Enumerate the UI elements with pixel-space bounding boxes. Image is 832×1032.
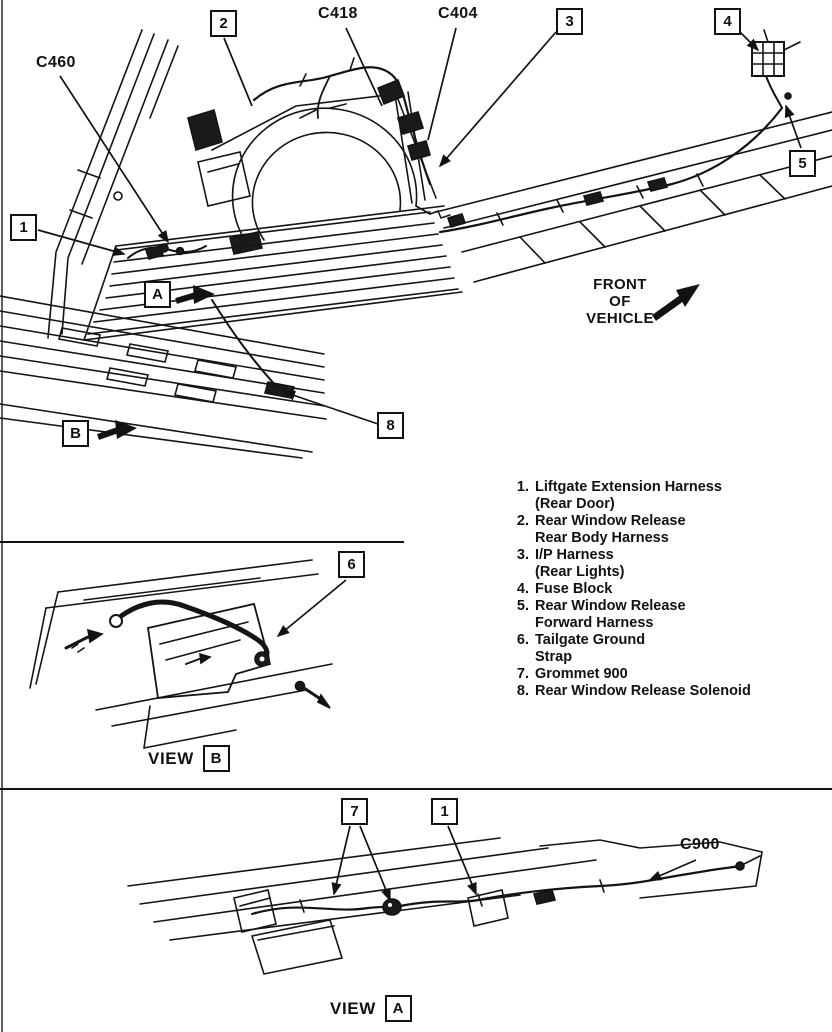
view-a-line-art (127, 837, 763, 975)
strap-screw-left (64, 628, 104, 653)
view-a-word: VIEW (330, 998, 376, 1018)
legend-item-number: 2. (516, 513, 529, 529)
legend-item-text: Rear Window Release Solenoid (535, 683, 751, 699)
legend-item-text: I/P Harness(Rear Lights) (535, 547, 625, 580)
view-a-letter-box: A (384, 995, 412, 1022)
legend-item-number: 1. (516, 479, 529, 495)
view-b-letter-box: B (202, 745, 230, 772)
marker-a-arrow-icon (175, 285, 215, 304)
solenoid-harness (211, 299, 279, 389)
connector-label-c900: C900 (680, 836, 720, 853)
callout-8-box: 8 (377, 412, 404, 439)
legend-item-number: 7. (516, 666, 529, 682)
legend-item-number: 4. (516, 581, 529, 597)
leader-lines-main (37, 27, 802, 425)
view-a-caption: VIEW A (330, 995, 412, 1022)
front-line-3: VEHICLE (586, 310, 654, 327)
rear-window-release-solenoid (264, 381, 295, 399)
leader-line-6 (276, 579, 347, 638)
latch-panel (187, 108, 223, 152)
view-b-word: VIEW (148, 748, 194, 768)
fuse-block (751, 29, 801, 109)
legend-item-number: 5. (516, 598, 529, 614)
tailgate-ground-strap (113, 599, 270, 665)
legend-item: 4. Fuse Block (506, 581, 796, 598)
section-marker-a-box: A (144, 281, 171, 308)
rear-pillar (47, 29, 179, 339)
connector-label-c460: C460 (36, 54, 76, 71)
callout-2-box: 2 (210, 10, 237, 37)
vehicle-rear-floor-art (0, 29, 832, 459)
front-of-vehicle-arrow-icon (651, 284, 700, 321)
rear-body-harness (252, 57, 432, 186)
legend-item-text: Grommet 900 (535, 666, 628, 682)
legend-item: 7. Grommet 900 (506, 666, 796, 683)
legend-item: 8. Rear Window Release Solenoid (506, 683, 796, 700)
connector-label-c418: C418 (318, 5, 358, 22)
callout-4-box: 4 (714, 8, 741, 35)
liftgate-extension-harness (127, 243, 207, 260)
floor-pan-ribs (83, 205, 463, 341)
legend-item-number: 3. (516, 547, 529, 563)
callout-5-box: 5 (789, 150, 816, 177)
marker-b-arrow-icon (97, 420, 137, 440)
legend-item-text: Liftgate Extension Harness(Rear Door) (535, 479, 722, 512)
grommet-900 (382, 898, 402, 916)
connector-label-c404: C404 (438, 5, 478, 22)
legend-item-number: 8. (516, 683, 529, 699)
strap-screw-right (294, 680, 331, 709)
frame-rails (435, 111, 832, 283)
rear-window-release-forward-harness (429, 106, 784, 234)
legend-item-text: Fuse Block (535, 581, 613, 597)
legend-item: 3. I/P Harness(Rear Lights) (506, 547, 796, 581)
leader-lines-view-a (331, 825, 697, 902)
legend-item: 1. Liftgate Extension Harness(Rear Door) (506, 479, 796, 513)
callout-6-box: 6 (338, 551, 365, 578)
callout-1a-box: 1 (431, 798, 458, 825)
legend: 1.Liftgate Extension Harness(Rear Door)2… (506, 479, 796, 700)
view-b-line-art (29, 559, 333, 749)
front-of-vehicle-label: FRONT OF VEHICLE (578, 276, 662, 327)
c900-connector (735, 861, 745, 871)
tailgate-bracket (146, 602, 272, 699)
inner-panel (197, 151, 251, 207)
callout-1-box: 1 (10, 214, 37, 241)
front-line-2: OF (609, 293, 631, 310)
legend-item-number: 6. (516, 632, 529, 648)
extension-harness (250, 864, 742, 916)
view-b-caption: VIEW B (148, 745, 230, 772)
front-line-1: FRONT (593, 276, 647, 293)
callout-7-box: 7 (341, 798, 368, 825)
callout-3-box: 3 (556, 8, 583, 35)
section-marker-b-box: B (62, 420, 89, 447)
